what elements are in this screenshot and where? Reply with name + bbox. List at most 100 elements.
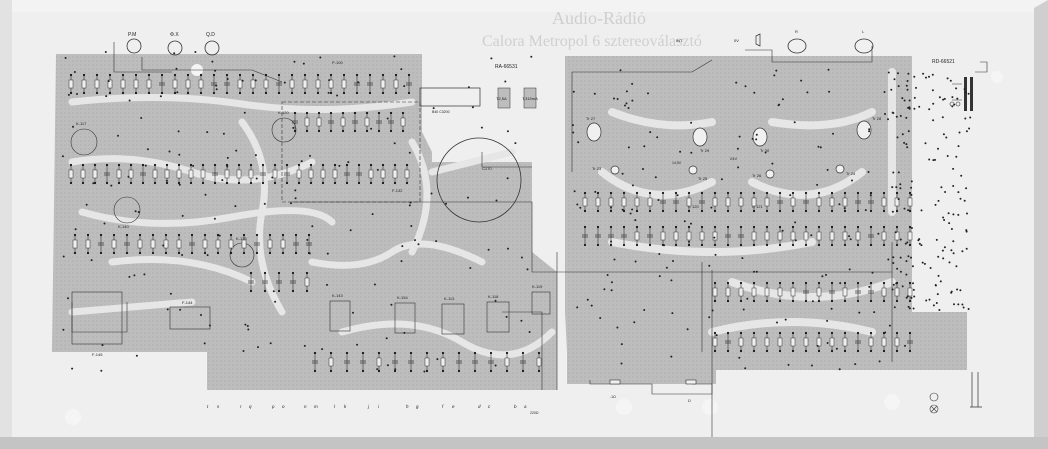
solder-pad [357,181,361,185]
solder-pad [794,239,797,242]
solder-pad [407,73,411,77]
solder-pad [817,299,821,303]
pin-letter: k [344,404,347,409]
solder-pad [765,225,769,229]
module-f145 [71,291,123,345]
solder-pad [778,349,782,353]
solder-pad [151,233,155,237]
solder-pad [583,225,587,229]
solder-pad [357,81,360,84]
solder-pad [213,163,217,167]
solder-pad [826,319,829,322]
solder-pad [417,243,420,246]
solder-pad [923,262,926,265]
tr28-label: Tr 28 [872,116,882,121]
solder-pad [963,88,966,91]
solder-pad [810,234,813,237]
solder-pad [838,368,841,371]
solder-pad [917,239,920,242]
solder-pad [961,303,964,306]
solder-pad [117,163,121,167]
solder-pad [935,302,938,304]
solder-pad [81,181,85,185]
solder-pad [726,349,730,353]
resistor [536,357,542,367]
solder-pad [791,191,795,195]
solder-pad [647,92,649,95]
module-k118 [486,301,510,333]
solder-pad [61,155,64,158]
solder-pad [726,191,730,195]
solder-pad [882,281,886,285]
solder-pad [918,105,921,108]
solder-pad [218,234,221,237]
solder-pad [868,128,871,131]
transistor-tr29 [692,127,708,147]
tr29-label: Tr 29 [700,148,710,153]
solder-pad [394,368,397,371]
solder-pad [622,225,626,229]
solder-pad [871,271,874,274]
pin-letter: r [240,404,242,409]
solder-pad [105,163,109,167]
solder-pad [882,299,886,303]
solder-pad [868,130,871,133]
resistor [424,357,430,367]
solder-pad [934,284,937,286]
solder-pad [596,225,600,229]
right-tracks [598,68,896,336]
resistor [881,231,887,241]
pin-letter: i [378,404,380,409]
solder-pad [752,191,756,195]
speaker-label: 0V [734,38,739,43]
solder-pad [177,130,180,133]
solder-pad [74,228,77,231]
solder-pad [495,199,498,202]
resistor [224,169,230,179]
indicator-lamps [929,372,982,414]
solder-pad [882,349,886,353]
solder-pad [755,270,758,273]
solder-pad [932,304,935,307]
solder-pad [965,229,968,232]
module-label-k135: K-135 [236,236,247,241]
solder-pad [908,299,912,303]
solder-pad [494,364,497,367]
solder-pad [105,95,108,98]
solder-pad [311,225,314,228]
solder-pad [631,99,634,102]
solder-pad [216,251,220,255]
solder-pad [826,342,829,344]
solder-pad [631,82,634,85]
solder-pad [505,351,509,355]
solder-pad [237,163,241,167]
solder-pad [593,92,596,95]
solder-pad [400,68,403,71]
solder-pad [385,337,388,340]
solder-pad [72,125,74,128]
solder-pad [86,233,90,237]
solder-pad [648,191,652,195]
solder-pad [912,307,915,310]
solder-pad [530,55,533,58]
solder-pad [410,225,413,227]
solder-pad [186,91,190,95]
solder-pad [381,163,385,167]
solder-pad [441,351,445,355]
solder-pad [739,225,743,229]
solder-pad [572,90,575,93]
solder-pad [242,350,245,352]
solder-pad [121,73,125,77]
solder-pad [817,209,821,213]
solder-pad [938,309,941,311]
solder-pad [249,181,253,185]
solder-pad [896,136,899,139]
solder-pad [778,209,782,213]
solder-pad [365,129,369,133]
solder-pad [255,233,259,237]
solder-pad [507,247,509,250]
solder-pad [85,203,88,206]
output-r-label: R [795,29,798,34]
solder-pad [229,251,233,255]
solder-pad [603,288,606,291]
